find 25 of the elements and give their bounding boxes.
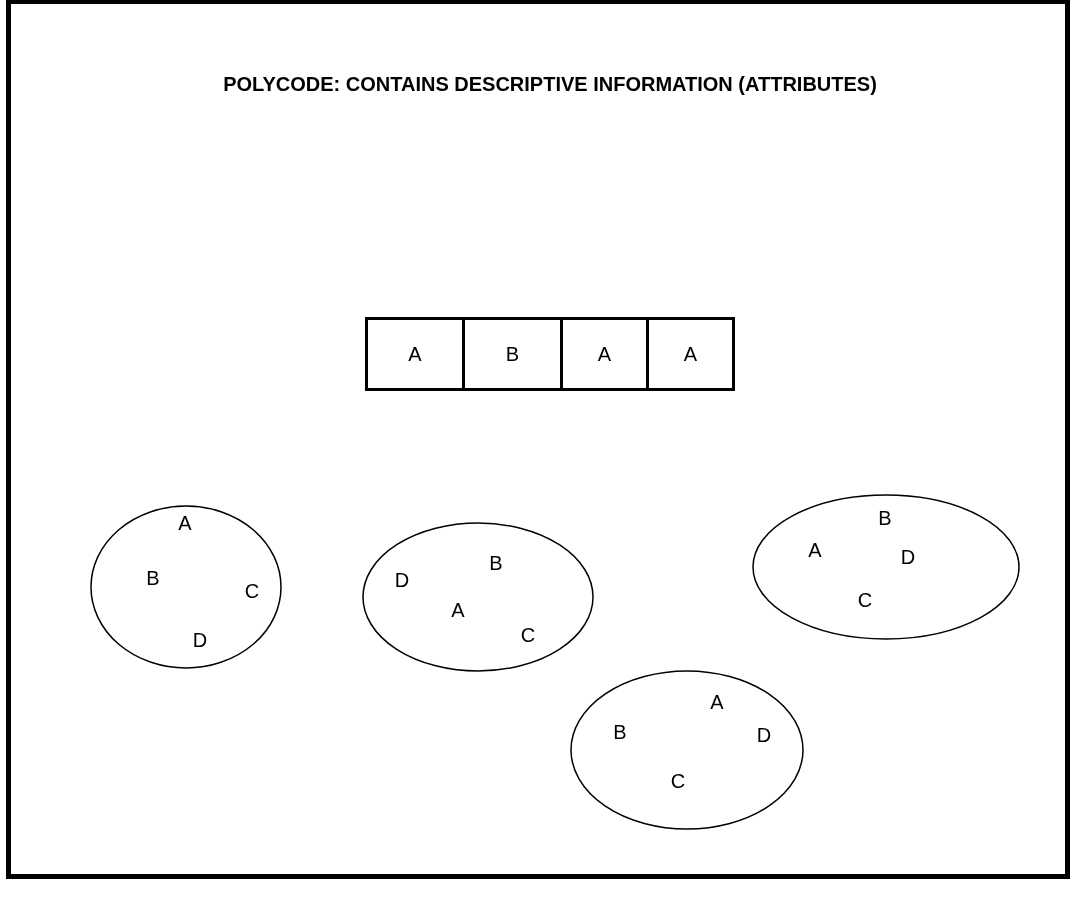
- attribute-letter: A: [408, 342, 422, 366]
- attribute-letter: C: [857, 588, 873, 612]
- attribute-letter: C: [670, 769, 686, 793]
- attribute-cell: [365, 317, 465, 391]
- attribute-letter: B: [489, 551, 503, 575]
- attribute-letter: D: [756, 723, 772, 747]
- attribute-letter: B: [613, 720, 627, 744]
- attribute-letter: A: [683, 342, 698, 366]
- attribute-letter: C: [520, 623, 536, 647]
- attribute-letter: A: [808, 538, 822, 562]
- attribute-letter: D: [900, 545, 916, 569]
- attribute-letter: B: [878, 506, 892, 530]
- attribute-letter: D: [192, 628, 208, 652]
- attribute-letter: C: [244, 579, 260, 603]
- attribute-cell: [560, 317, 649, 391]
- attribute-letter: A: [597, 342, 612, 366]
- attribute-letter: D: [394, 568, 410, 592]
- attribute-letter: B: [505, 342, 520, 366]
- diagram-title: POLYCODE: CONTAINS DESCRIPTIVE INFORMATION (ATTRIBUTES): [222, 72, 878, 97]
- attribute-letter: B: [146, 566, 160, 590]
- attribute-letter: A: [710, 690, 724, 714]
- attribute-cell: [646, 317, 735, 391]
- attribute-letter: A: [451, 598, 465, 622]
- attribute-letter: A: [178, 511, 192, 535]
- attribute-cell: [462, 317, 563, 391]
